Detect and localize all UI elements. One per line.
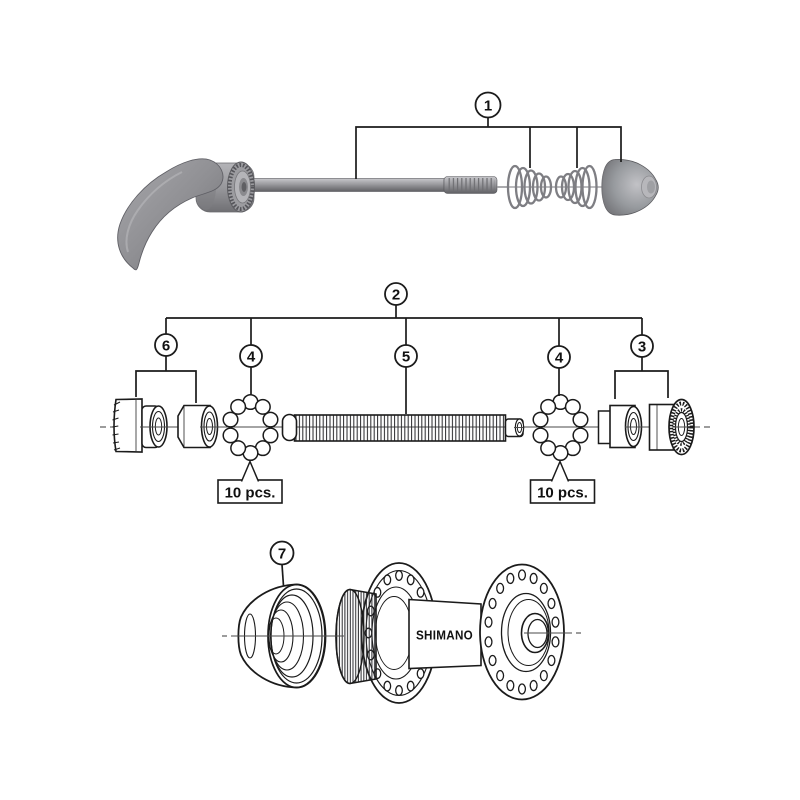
qr-spring-left xyxy=(506,164,553,210)
callout-4-left-label: 4 xyxy=(247,348,256,365)
callout-1: 1 xyxy=(474,91,502,119)
axle-shaft xyxy=(281,413,525,442)
qty-box-left: 10 pcs. xyxy=(217,459,283,504)
qr-serrated-washer xyxy=(227,161,255,213)
callout-7: 7 xyxy=(269,540,295,566)
qr-end-nut xyxy=(601,159,659,216)
callout-5: 5 xyxy=(394,344,418,368)
hub-centerline xyxy=(222,632,581,637)
callout-4-left: 4 xyxy=(239,344,263,368)
qty-left-label: 10 pcs. xyxy=(225,485,276,502)
callout-3: 3 xyxy=(630,334,654,358)
axle-centerline-overlays xyxy=(140,426,690,428)
qr-skewer-rod xyxy=(250,176,509,194)
callout-5-label: 5 xyxy=(402,348,410,365)
callout-4-right: 4 xyxy=(547,345,571,369)
hub-assembly: SHIMANO xyxy=(222,540,581,704)
axle-assembly: 2 6 4 5 4 3 10 pcs. xyxy=(100,282,710,504)
qty-right-label: 10 pcs. xyxy=(537,485,588,502)
callout-2-label: 2 xyxy=(392,286,400,303)
callout-1-label: 1 xyxy=(484,97,492,114)
ball-retainer-right xyxy=(532,393,589,462)
qr-lever-highlight xyxy=(125,171,183,253)
callout-2: 2 xyxy=(384,282,408,306)
left-locknut xyxy=(112,398,168,453)
callout-6-label: 6 xyxy=(162,337,170,354)
hub-flange-right xyxy=(479,563,565,701)
callout-bracket-2 xyxy=(135,305,669,414)
quick-release-assembly: 1 xyxy=(117,91,659,271)
qr-spring-right xyxy=(554,164,598,210)
callout-7-stem xyxy=(281,564,285,587)
ball-retainer-left xyxy=(222,393,279,462)
right-cone xyxy=(597,404,643,449)
qr-lever xyxy=(117,158,224,271)
callout-4-right-label: 4 xyxy=(555,349,564,366)
callout-6: 6 xyxy=(154,333,178,357)
qty-box-right: 10 pcs. xyxy=(529,459,596,504)
callout-7-label: 7 xyxy=(278,545,286,562)
callout-3-label: 3 xyxy=(638,338,646,355)
hub-barrel: SHIMANO xyxy=(408,598,482,670)
shimano-logo: SHIMANO xyxy=(416,629,473,643)
callout-bracket-1 xyxy=(355,117,622,179)
